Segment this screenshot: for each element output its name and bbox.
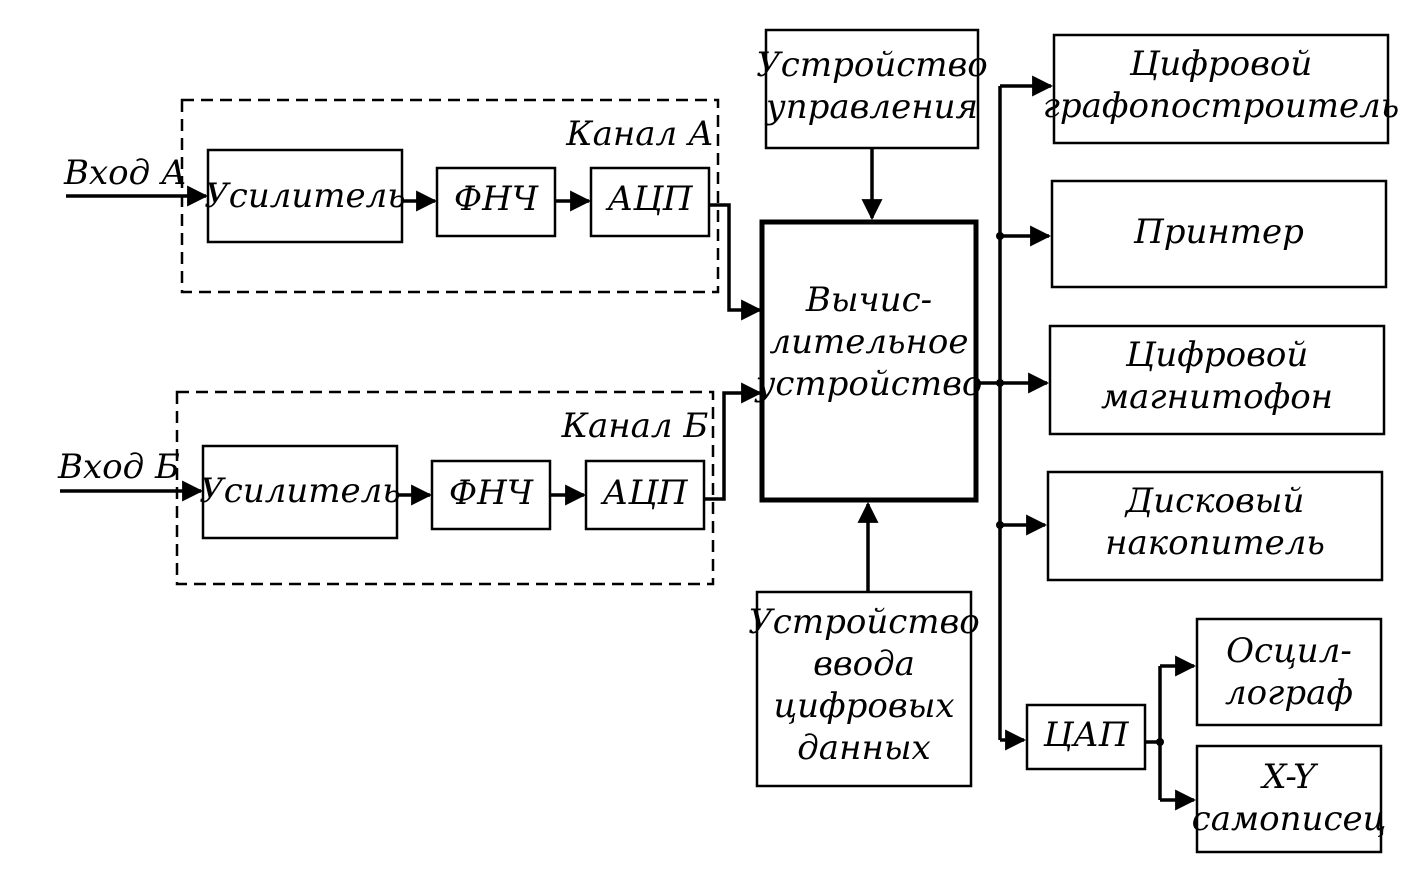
recorder-line-1: Цифровой	[1125, 335, 1309, 375]
control-unit-line-1: Устройство	[756, 45, 988, 85]
dac-box	[1025, 703, 1147, 771]
disk-line-1: Дисковый	[1124, 481, 1305, 521]
amplifier-a-label: Усилитель	[204, 176, 406, 216]
input-b-label: Вход Б	[57, 447, 180, 487]
amplifier-b-label: Усилитель	[199, 471, 401, 511]
computer-line-1: Вычис-	[805, 280, 932, 320]
lpf-a-label: ФНЧ	[454, 179, 539, 219]
plotter-line-2: графопостроитель	[1043, 86, 1400, 126]
oscilloscope-line-2: лограф	[1225, 673, 1353, 713]
dac-junction	[1156, 738, 1164, 746]
computer-line-2: лительное	[769, 322, 968, 362]
channel-a-title: Канал А	[565, 114, 713, 154]
channel-b-title: Канал Б	[561, 406, 709, 446]
digital-input-box	[755, 590, 973, 788]
digital-input-line-1: Устройство	[748, 602, 980, 642]
oscilloscope-line-1: Осцил-	[1226, 631, 1352, 671]
disk-line-2: накопитель	[1105, 523, 1325, 563]
adc-b-to-computer-arrow	[704, 382, 763, 501]
computer-line-3: устройство	[754, 364, 983, 404]
control-unit-line-2: управления	[764, 87, 978, 127]
disk-box	[1046, 470, 1384, 582]
oscilloscope-box	[1195, 617, 1383, 727]
adc-a-label: АЦП	[605, 179, 693, 219]
digital-input-line-3: цифровых	[773, 686, 954, 726]
lpf-b-label: ФНЧ	[449, 473, 534, 513]
xy-recorder-box	[1195, 744, 1383, 854]
amplifier-a-box	[206, 148, 404, 244]
digital-input-line-4: данных	[797, 728, 930, 768]
lpf-b-box	[430, 459, 552, 531]
amplifier-b-box	[201, 444, 399, 540]
recorder-line-2: магнитофон	[1101, 377, 1333, 417]
printer-label: Принтер	[1133, 212, 1304, 252]
adc-b-box	[584, 459, 706, 531]
xy-recorder-line-2: самописец	[1192, 799, 1387, 839]
xy-recorder-line-1: X-Y	[1259, 757, 1319, 797]
control-unit-box	[764, 28, 980, 150]
adc-a-box	[589, 166, 711, 238]
plotter-line-1: Цифровой	[1129, 44, 1313, 84]
digital-input-line-2: ввода	[813, 644, 915, 684]
printer-box	[1050, 179, 1388, 289]
recorder-box	[1048, 324, 1386, 436]
dac-label: ЦАП	[1042, 715, 1129, 755]
adc-b-label: АЦП	[600, 473, 688, 513]
channel-b-frame	[175, 390, 715, 586]
input-a-label: Вход А	[63, 153, 187, 193]
plotter-box	[1052, 33, 1390, 145]
adc-a-to-computer-arrow	[709, 203, 763, 321]
computer-box	[759, 219, 979, 503]
